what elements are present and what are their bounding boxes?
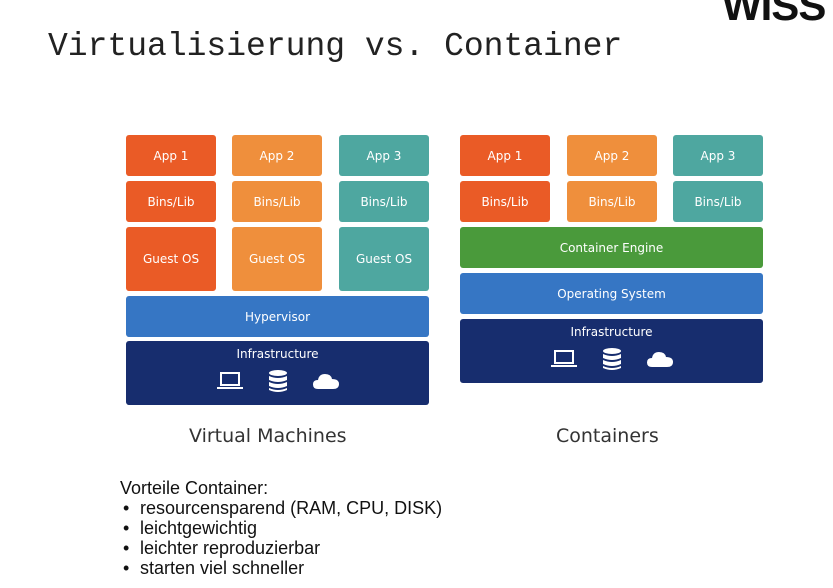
- hypervisor-layer: Hypervisor: [126, 296, 429, 337]
- vm-infrastructure-layer: Infrastructure: [126, 341, 429, 405]
- laptop-icon: [216, 371, 244, 394]
- vm-app-3: App 3: [339, 135, 429, 176]
- vm-guest-os-2: Guest OS: [232, 227, 322, 291]
- vm-guest-os-3: Guest OS: [339, 227, 429, 291]
- cloud-icon: [312, 372, 340, 393]
- vm-caption: Virtual Machines: [189, 425, 347, 447]
- advantages-section: Vorteile Container: resourcensparend (RA…: [120, 478, 442, 578]
- ct-bins-1: Bins/Lib: [460, 181, 550, 222]
- vm-app-2: App 2: [232, 135, 322, 176]
- ct-app-1: App 1: [460, 135, 550, 176]
- vm-app-1: App 1: [126, 135, 216, 176]
- vm-bins-2: Bins/Lib: [232, 181, 322, 222]
- ct-app-3: App 3: [673, 135, 763, 176]
- ct-bins-3: Bins/Lib: [673, 181, 763, 222]
- advantages-list: resourcensparend (RAM, CPU, DISK) leicht…: [120, 498, 442, 578]
- ct-infrastructure-label: Infrastructure: [570, 325, 653, 339]
- vm-infrastructure-label: Infrastructure: [236, 347, 319, 361]
- laptop-icon: [550, 349, 578, 372]
- container-engine-layer: Container Engine: [460, 227, 763, 268]
- cloud-icon: [646, 350, 674, 371]
- vm-bins-3: Bins/Lib: [339, 181, 429, 222]
- list-item: leichter reproduzierbar: [120, 538, 442, 558]
- vm-bins-1: Bins/Lib: [126, 181, 216, 222]
- ct-app-2: App 2: [567, 135, 657, 176]
- logo: WISS: [722, 0, 826, 29]
- advantages-heading: Vorteile Container:: [120, 478, 269, 498]
- list-item: leichtgewichtig: [120, 518, 442, 538]
- database-icon: [602, 347, 622, 374]
- database-icon: [268, 369, 288, 396]
- containers-caption: Containers: [556, 425, 659, 447]
- list-item: starten viel schneller: [120, 558, 442, 578]
- ct-infrastructure-layer: Infrastructure: [460, 319, 763, 383]
- list-item: resourcensparend (RAM, CPU, DISK): [120, 498, 442, 518]
- ct-bins-2: Bins/Lib: [567, 181, 657, 222]
- page-title: Virtualisierung vs. Container: [48, 28, 623, 65]
- vm-guest-os-1: Guest OS: [126, 227, 216, 291]
- operating-system-layer: Operating System: [460, 273, 763, 314]
